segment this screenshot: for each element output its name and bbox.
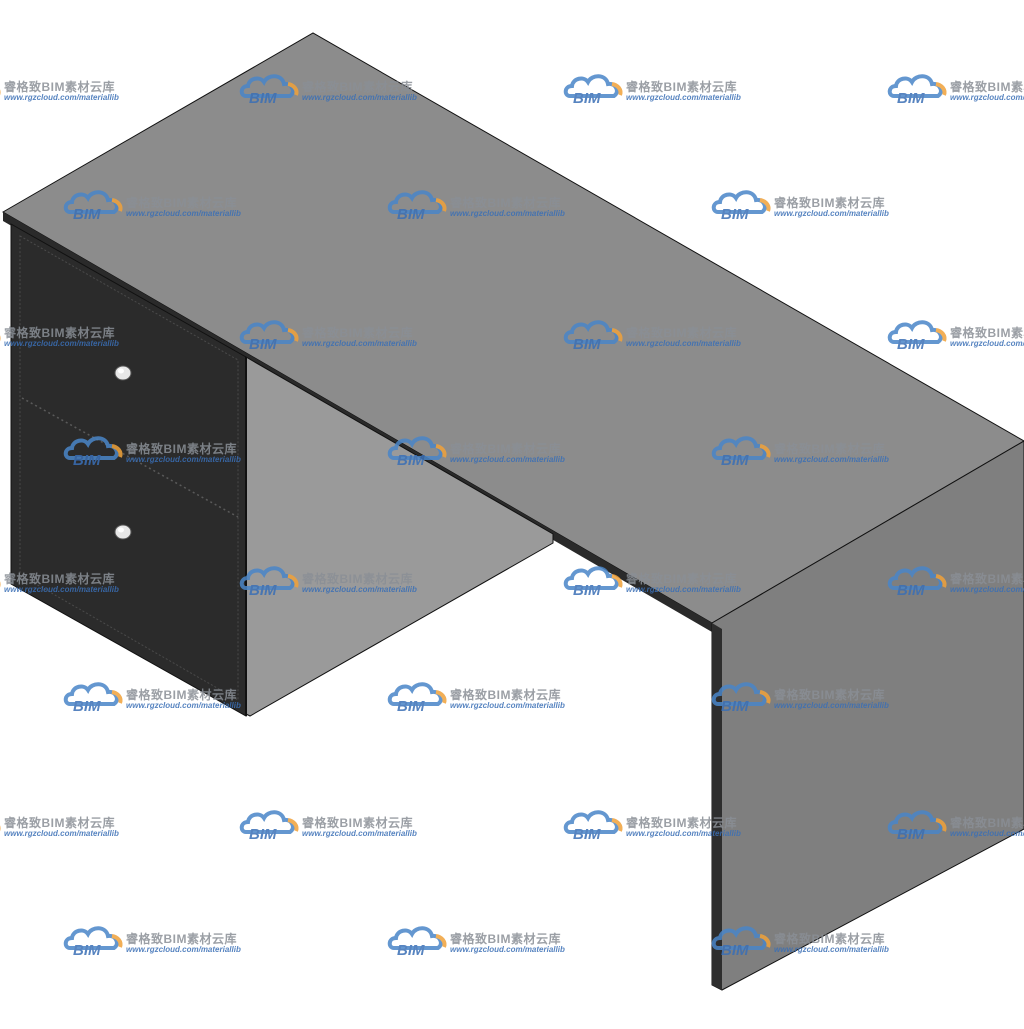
lower-drawer-knob-icon[interactable]	[114, 524, 132, 540]
drawer-divider	[21, 397, 239, 518]
upper-drawer-knob-icon[interactable]	[114, 365, 132, 381]
right-side-panel-edge	[712, 623, 722, 990]
